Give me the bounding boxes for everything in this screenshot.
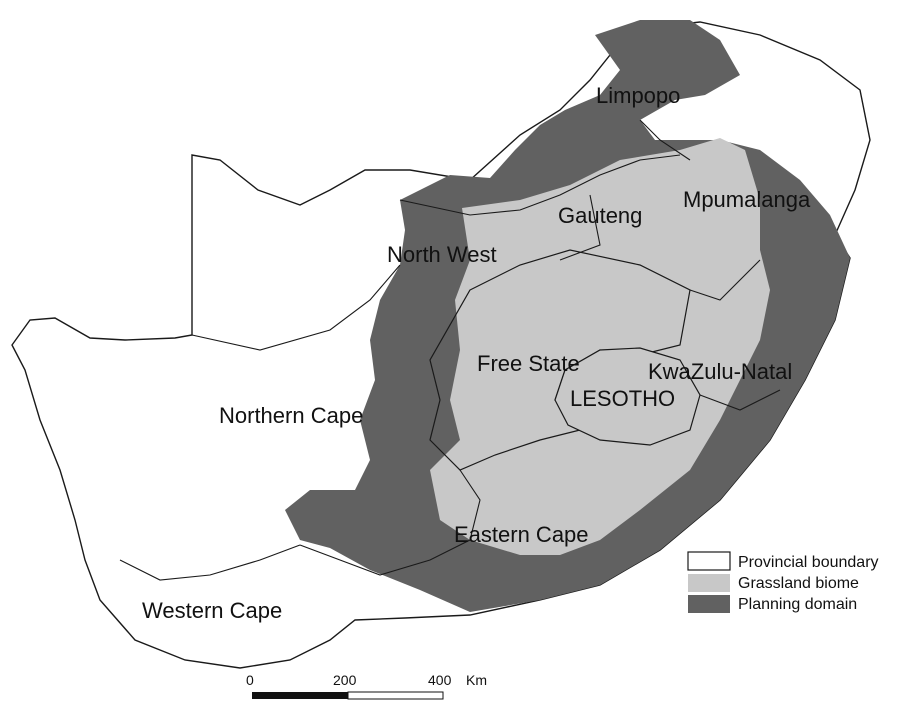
label-mpumalanga: Mpumalanga <box>683 187 811 212</box>
provincial-boundaries <box>119 119 781 581</box>
label-lesotho: LESOTHO <box>570 386 675 411</box>
scale-tick-0: 0 <box>246 672 254 688</box>
label-north-west: North West <box>387 242 497 267</box>
label-eastern-cape: Eastern Cape <box>454 522 589 547</box>
legend-swatch-planning-domain <box>688 595 730 613</box>
scale-unit: Km <box>466 672 487 688</box>
grassland-biome <box>430 138 770 555</box>
legend-label-planning-domain: Planning domain <box>738 596 857 613</box>
label-northern-cape: Northern Cape <box>219 403 363 428</box>
legend-label-provincial-boundary: Provincial boundary <box>738 554 879 571</box>
label-western-cape: Western Cape <box>142 598 282 623</box>
label-gauteng: Gauteng <box>558 203 642 228</box>
legend: Provincial boundary Grassland biome Plan… <box>687 551 879 613</box>
legend-swatch-provincial-boundary <box>687 551 731 571</box>
label-kwazulu-natal: KwaZulu-Natal <box>648 359 792 384</box>
legend-swatch-grassland-biome <box>688 574 730 592</box>
label-limpopo: Limpopo <box>596 83 680 108</box>
scale-bar: 0 200 400 Km <box>246 672 487 700</box>
label-free-state: Free State <box>477 351 580 376</box>
scale-tick-400: 400 <box>428 672 452 688</box>
scale-segment-0-200 <box>252 692 348 699</box>
legend-label-grassland-biome: Grassland biome <box>738 575 859 592</box>
scale-tick-200: 200 <box>333 672 357 688</box>
scale-segment-200-400 <box>347 691 444 700</box>
lesotho-boundary <box>554 347 701 446</box>
